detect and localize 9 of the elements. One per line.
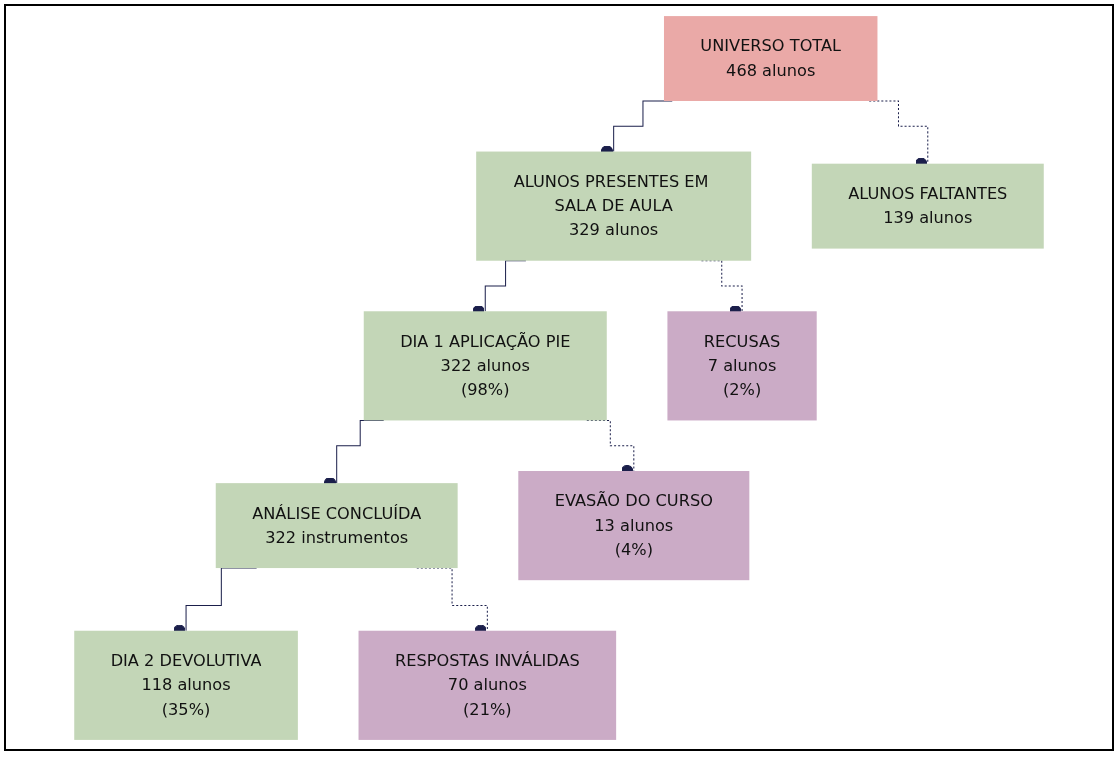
node-box: RESPOSTAS INVÁLIDAS 70 alunos (21%) — [358, 630, 617, 740]
node-box: ALUNOS PRESENTES EM SALA DE AULA 329 alunos — [476, 151, 752, 261]
node-box: DIA 1 APLICAÇÃO PIE 322 alunos (98%) — [363, 310, 607, 420]
node-box: ANÁLISE CONCLUÍDA 322 instrumentos — [215, 482, 458, 568]
node-box: DIA 2 DEVOLUTIVA 118 alunos (35%) — [74, 630, 298, 740]
node-box: RECUSAS 7 alunos (2%) — [667, 310, 817, 420]
node-box: UNIVERSO TOTAL 468 alunos — [664, 15, 878, 101]
node-box: EVASÃO DO CURSO 13 alunos (4%) — [518, 470, 750, 580]
node-box: ALUNOS FALTANTES 139 alunos — [811, 163, 1044, 249]
